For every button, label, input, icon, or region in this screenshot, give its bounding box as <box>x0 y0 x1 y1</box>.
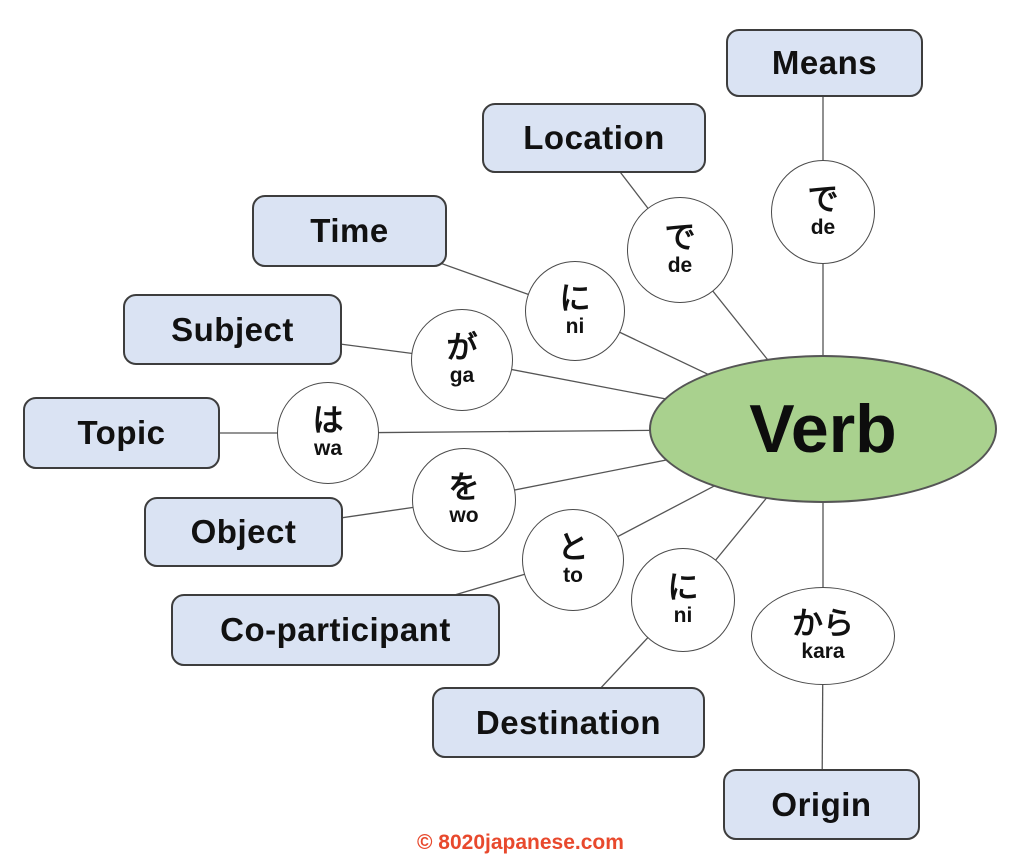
node-box-destination: Destination <box>432 687 705 758</box>
node-label-subject: Subject <box>171 310 294 348</box>
particle-jp: から <box>792 605 854 641</box>
node-box-object: Object <box>144 497 343 567</box>
particle-jp: で <box>664 219 696 255</box>
particle-circle-ni-time: に ni <box>525 261 625 361</box>
particle-jp: に <box>667 569 699 605</box>
node-label-time: Time <box>310 212 389 249</box>
particle-jp: は <box>312 402 344 438</box>
particle-circle-de-location: で de <box>627 197 733 303</box>
particle-jp: と <box>557 529 589 565</box>
particle-romaji: wa <box>313 437 342 461</box>
particle-romaji: de <box>667 254 693 278</box>
node-label-means: Means <box>771 44 878 81</box>
particle-jp: で <box>807 181 839 217</box>
particle-circle-de-means: で de <box>771 160 875 264</box>
particle-circle-wo: を wo <box>412 448 516 552</box>
particle-romaji: wo <box>449 504 479 528</box>
copyright-text: © 8020japanese.com <box>417 831 624 854</box>
node-box-co-participant: Co-participant <box>171 594 500 666</box>
particle-romaji: ni <box>673 604 693 628</box>
particle-jp: を <box>448 469 480 505</box>
particle-jp: に <box>559 280 591 316</box>
particle-romaji: ga <box>449 364 475 388</box>
node-box-location: Location <box>482 103 706 173</box>
particle-romaji: to <box>563 564 583 588</box>
node-box-time: Time <box>252 195 447 267</box>
node-label-origin: Origin <box>771 785 872 823</box>
node-label-location: Location <box>523 119 665 156</box>
particle-circle-wa: は wa <box>277 382 379 484</box>
node-label-topic: Topic <box>77 414 166 451</box>
node-box-subject: Subject <box>123 294 342 365</box>
particle-circle-ni-destination: に ni <box>631 548 735 652</box>
particle-romaji: kara <box>801 640 845 664</box>
node-box-topic: Topic <box>23 397 220 469</box>
particle-jp: が <box>446 329 478 365</box>
node-box-origin: Origin <box>723 769 920 840</box>
node-verb: Verb <box>649 355 997 503</box>
node-box-means: Means <box>726 29 923 97</box>
particle-romaji: de <box>810 216 836 240</box>
verb-label: Verb <box>749 391 897 467</box>
node-label-co-participant: Co-participant <box>220 611 451 648</box>
node-label-object: Object <box>190 513 297 550</box>
particle-circle-kara: から kara <box>751 587 895 685</box>
node-label-destination: Destination <box>475 703 662 741</box>
particle-circle-to: と to <box>522 509 624 611</box>
particle-romaji: ni <box>565 315 585 339</box>
particle-circle-ga: が ga <box>411 309 513 411</box>
